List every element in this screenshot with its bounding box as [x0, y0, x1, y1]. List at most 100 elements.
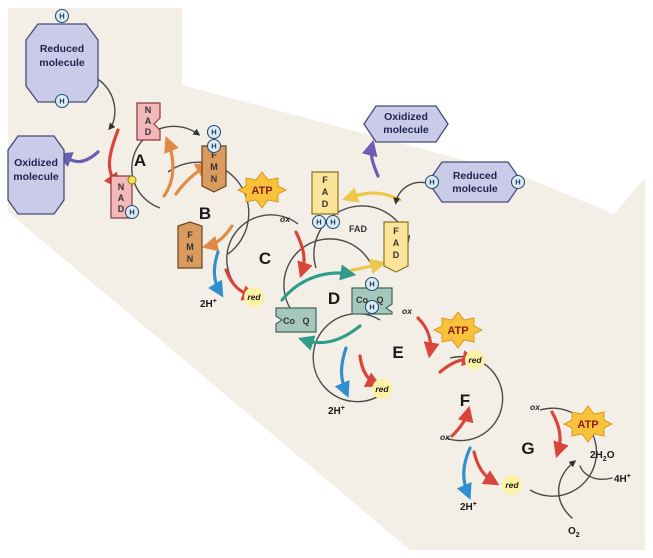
- svg-text:H: H: [429, 178, 434, 187]
- proton-output-2: 2H+: [328, 405, 345, 417]
- products: 2H+ 2H+ 2H+ 2H2O 4H+ O2: [200, 298, 631, 539]
- molecule-reduced-2: Reduced molecule: [427, 161, 523, 203]
- svg-text:red: red: [375, 384, 389, 394]
- arrow-fad-purple: [361, 139, 380, 178]
- carrier-letter: D: [393, 250, 400, 260]
- molecule-label: molecule: [383, 124, 429, 136]
- arrow-b-down: [201, 224, 234, 252]
- pathway-band: [8, 8, 645, 550]
- carrier-letter: F: [393, 226, 399, 236]
- hydrogen-atoms: H H H H H H H H H H H: [54, 8, 526, 315]
- svg-text:red: red: [468, 355, 482, 365]
- hydrogen-atom: H: [510, 174, 526, 190]
- atp-label: ATP: [447, 325, 468, 337]
- carrier-letter: F: [322, 175, 328, 185]
- svg-text:H: H: [369, 303, 374, 312]
- svg-text:H: H: [211, 142, 216, 151]
- redox-red-f: red: [465, 350, 485, 370]
- atp-burst-3: ATP: [563, 405, 613, 443]
- svg-text:red: red: [505, 480, 519, 490]
- oxygen-input: O2: [568, 526, 580, 539]
- water-output: 2H2O: [590, 450, 615, 463]
- complex-letters: A B C D E F G: [134, 151, 535, 458]
- redox-ox: ox: [402, 306, 413, 316]
- carrier-letter: A: [322, 187, 329, 197]
- carrier-letter: N: [211, 174, 218, 184]
- flow-arrows: [56, 77, 613, 519]
- arrow-f-ox: [450, 405, 474, 438]
- carrier-letter: N: [187, 254, 194, 264]
- complex-g-label: G: [521, 439, 534, 458]
- carrier-letter: M: [186, 242, 194, 252]
- hydrogen-atom: H: [364, 276, 380, 292]
- molecule-label: molecule: [452, 183, 498, 195]
- loop-b: [167, 161, 250, 255]
- hydrogen-atom: H: [325, 214, 341, 230]
- carrier-letter: A: [145, 116, 152, 126]
- arrow-e-red: [358, 354, 382, 387]
- hydrogen-atom: H: [206, 124, 222, 140]
- svg-text:H: H: [330, 218, 335, 227]
- hydrogen-atom: H: [424, 174, 440, 190]
- carrier-letter: F: [187, 230, 193, 240]
- molecule-label: Oxidized: [14, 157, 58, 169]
- hydrogen-atom: H: [364, 299, 380, 315]
- svg-text:H: H: [59, 12, 64, 21]
- atp-burst-1: ATP: [237, 171, 287, 209]
- arrow-c-ox: [294, 230, 313, 279]
- carrier-letter: F: [211, 150, 217, 160]
- redox-red-c: red: [244, 287, 264, 307]
- molecule-label: molecule: [39, 57, 85, 69]
- redox-ox: ox: [440, 432, 451, 442]
- atp-burst-2: ATP: [433, 311, 483, 349]
- fad-carrier-right: F A D: [383, 221, 409, 273]
- arrow-oxygen-in: [557, 460, 577, 519]
- carrier-letter: M: [210, 162, 218, 172]
- arrow-d-teal-bottom: [297, 324, 362, 351]
- arrow-reduced-to-nad: [95, 77, 116, 131]
- carrier-letter: Q: [376, 295, 383, 305]
- carrier-letter: N: [118, 182, 125, 192]
- arrow-c-proton: [208, 250, 224, 298]
- complex-a-label: A: [134, 151, 146, 170]
- complex-f-label: F: [460, 391, 470, 410]
- arrow-a-ox: [162, 136, 179, 198]
- arrow-4h-in: [579, 465, 613, 480]
- fmn-carrier-bottom: F M N: [177, 221, 203, 269]
- redox-red-e: red: [372, 379, 392, 399]
- loop-d: [283, 238, 371, 309]
- complex-e-label: E: [392, 343, 403, 362]
- atp-label: ATP: [251, 185, 272, 197]
- nad-carrier-top: N A D: [136, 102, 161, 141]
- hydrogen-atom: H: [54, 8, 70, 24]
- svg-text:H: H: [369, 280, 374, 289]
- carrier-letter: Co: [283, 316, 295, 326]
- molecule-label: Reduced: [453, 170, 497, 182]
- arrow-e-proton: [334, 346, 350, 398]
- carrier-letter: D: [118, 204, 125, 214]
- proton-input: 4H+: [614, 473, 631, 485]
- arrow-fad-yellow-out: [350, 258, 387, 275]
- complex-b-label: B: [199, 204, 211, 223]
- carrier-letter: D: [322, 199, 329, 209]
- loop-g: [529, 407, 598, 497]
- arrow-d-teal-top: [280, 264, 357, 302]
- complex-d-label: D: [328, 289, 340, 308]
- complex-c-label: C: [259, 249, 271, 268]
- svg-text:H: H: [211, 128, 216, 137]
- carrier-letter: Q: [302, 316, 309, 326]
- hydrogen-atom: H: [206, 138, 222, 154]
- arrow-g-ox: [550, 410, 569, 459]
- molecule-label: Reduced: [40, 43, 84, 55]
- hydrogen-atom: H: [124, 204, 140, 220]
- svg-text:H: H: [515, 178, 520, 187]
- redox-ox: ox: [280, 214, 291, 224]
- svg-text:H: H: [59, 97, 64, 106]
- carrier-letter: A: [118, 193, 125, 203]
- molecule-oxidized-2: Oxidized molecule: [363, 105, 449, 143]
- molecule-label: molecule: [13, 171, 59, 183]
- svg-text:H: H: [129, 208, 134, 217]
- carrier-letter: A: [393, 238, 400, 248]
- loop-a: [131, 125, 201, 209]
